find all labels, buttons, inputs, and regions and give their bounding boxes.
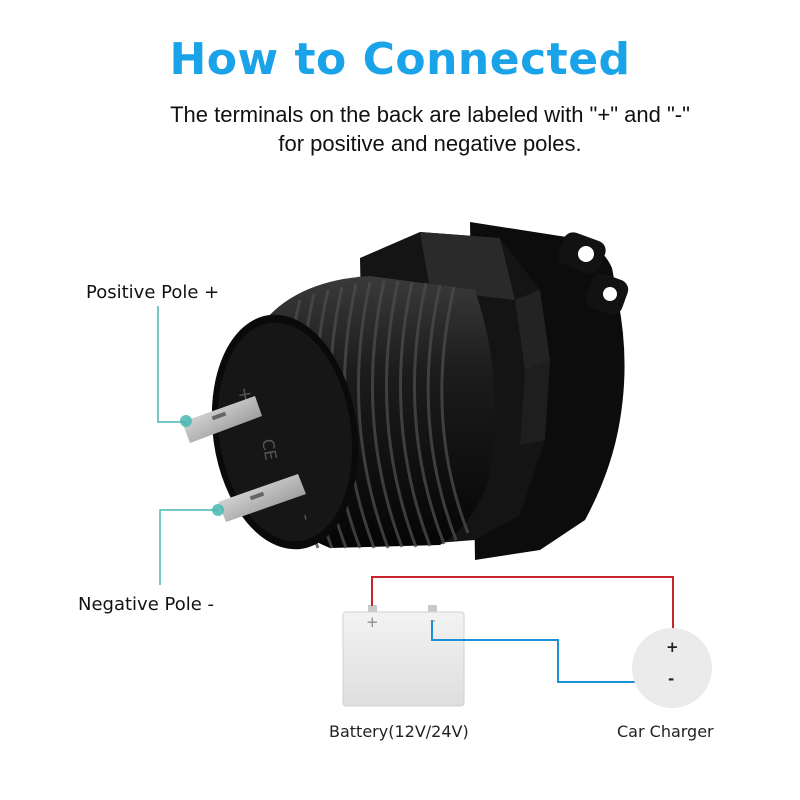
negative-callout-line [159, 504, 224, 585]
battery [342, 605, 465, 707]
positive-pole-label: Positive Pole + [86, 282, 220, 303]
charger-minus-label: - [668, 670, 675, 688]
page-subtitle: The terminals on the back are labeled wi… [60, 100, 800, 158]
positive-terminal [182, 396, 262, 443]
charger-plus-label: + [666, 638, 679, 656]
battery-plus-label: + [366, 613, 379, 631]
negative-pole-label: Negative Pole - [78, 594, 215, 615]
battery-minus-label: - [430, 611, 436, 629]
page-title: How to Connected [169, 34, 631, 85]
positive-callout-line [157, 306, 192, 427]
car-charger-label: Car Charger [617, 722, 714, 741]
negative-wire [431, 620, 666, 683]
socket-back-face: + CE - [211, 314, 359, 550]
positive-wire [371, 576, 674, 640]
battery-label: Battery(12V/24V) [329, 722, 469, 741]
subtitle-line-1: The terminals on the back are labeled wi… [170, 102, 690, 127]
svg-text:-: - [295, 512, 317, 522]
svg-text:CE: CE [258, 437, 280, 461]
subtitle-line-2: for positive and negative poles. [278, 131, 582, 156]
car-charger [632, 628, 712, 708]
negative-terminal [218, 474, 306, 522]
